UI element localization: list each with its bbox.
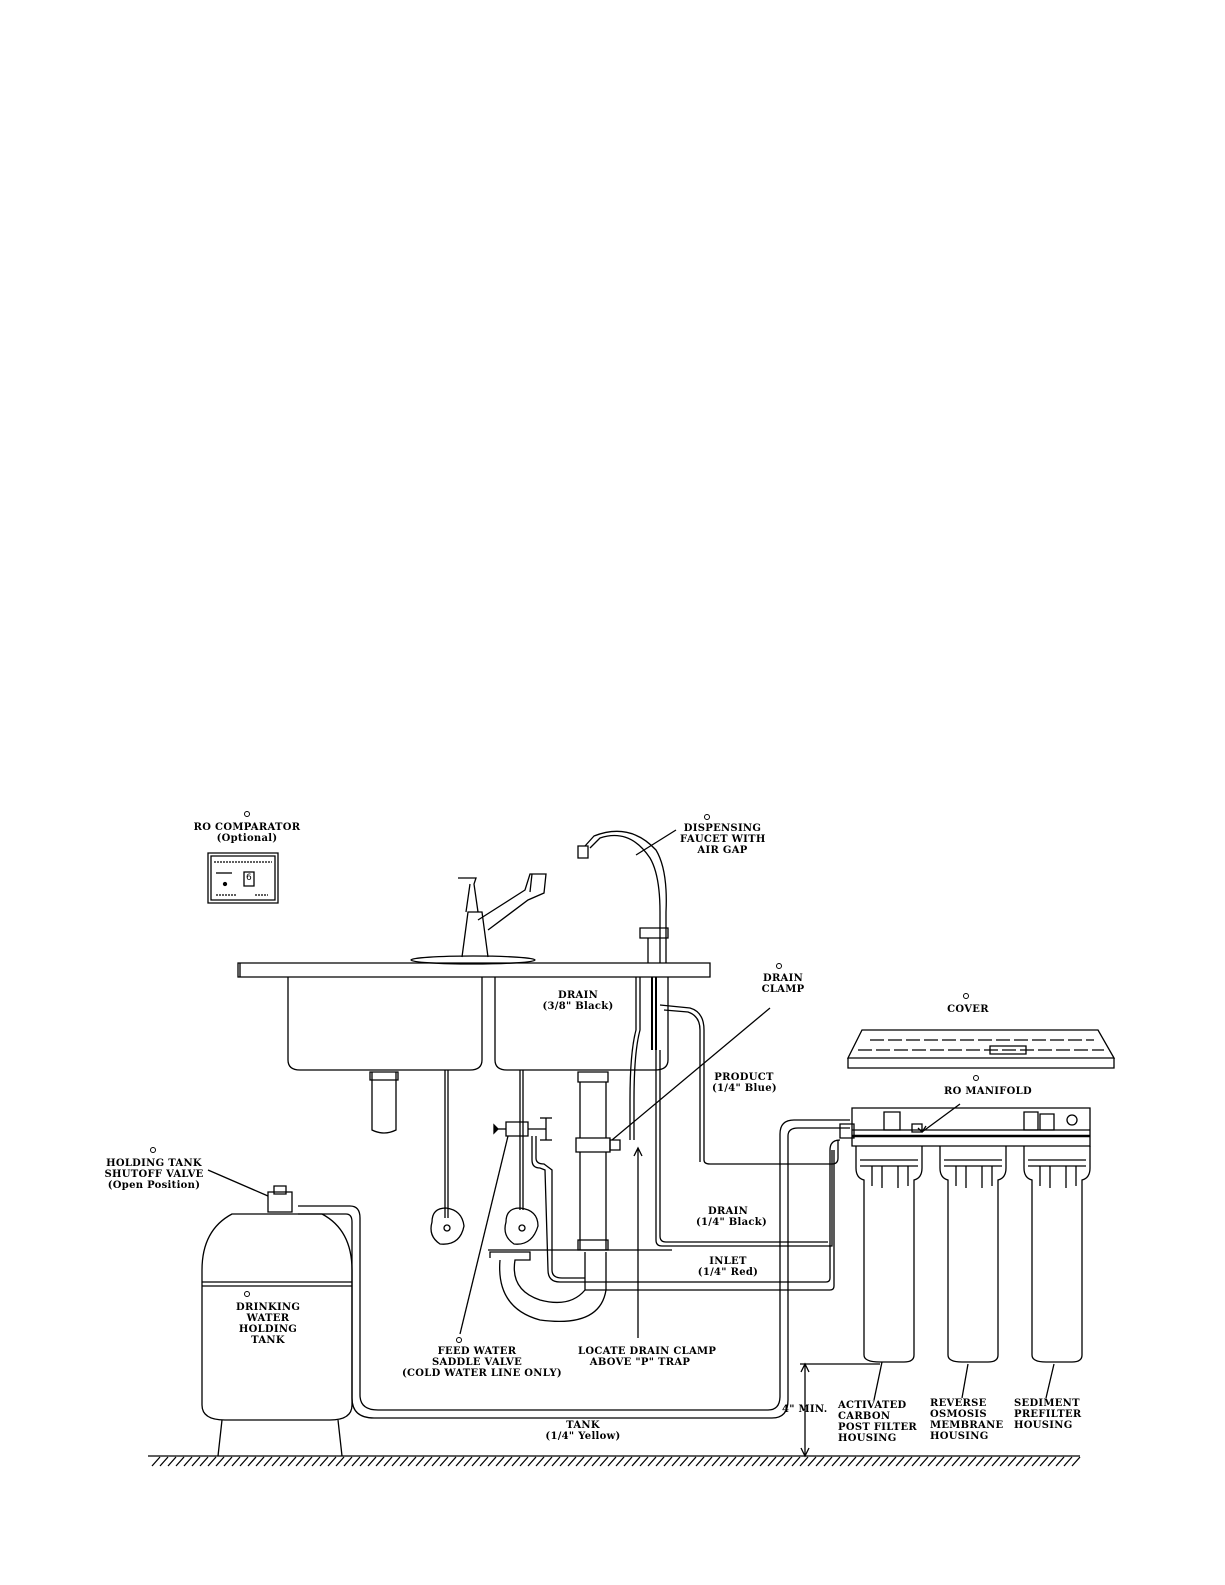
- label-tank: TANK (1/4" Yellow): [545, 1420, 621, 1442]
- filter-housing-carbon: [856, 1146, 922, 1362]
- leader-lines: [208, 830, 1054, 1400]
- drain-clamp-dimension: [488, 1148, 672, 1338]
- min-height-dimension: [800, 1364, 880, 1456]
- label-product: PRODUCT (1/4" Blue): [712, 1072, 777, 1094]
- label-drinking-water-tank: DRINKING WATER HOLDING TANK: [236, 1302, 301, 1346]
- label-cover: COVER: [947, 1004, 989, 1015]
- supply-lines: [431, 1070, 538, 1244]
- sink-basins: [288, 977, 668, 1070]
- floor: [148, 1456, 1080, 1466]
- drain-pipe: [490, 1072, 620, 1321]
- label-drain-38: DRAIN (3/8" Black): [542, 990, 614, 1012]
- inlet-tubing: [585, 1140, 840, 1290]
- label-dispensing-faucet: DISPENSING FAUCET WITH AIR GAP: [680, 823, 766, 856]
- feed-water-saddle-valve: [494, 1118, 585, 1282]
- filter-cover: [848, 1030, 1114, 1068]
- label-reverse-osmosis: REVERSE OSMOSIS MEMBRANE HOUSING: [930, 1398, 1004, 1442]
- label-locate-drain-clamp: LOCATE DRAIN CLAMP ABOVE "P" TRAP: [578, 1346, 717, 1368]
- product-tubing: [660, 1005, 838, 1164]
- ro-manifold: [840, 1108, 1090, 1146]
- filter-housing-membrane: [940, 1146, 1006, 1362]
- label-activated-carbon: ACTIVATED CARBON POST FILTER HOUSING: [838, 1400, 918, 1444]
- label-feed-water-valve: FEED WATER SADDLE VALVE (COLD WATER LINE…: [402, 1346, 562, 1379]
- holding-tank: [202, 1186, 352, 1456]
- countertop: [238, 963, 710, 977]
- label-sediment-prefilter: SEDIMENT PREFILTER HOUSING: [1014, 1398, 1082, 1431]
- filter-housing-sediment: [1024, 1146, 1090, 1362]
- dispensing-faucet: [578, 831, 668, 1050]
- kitchen-faucet: [411, 874, 546, 964]
- label-ro-comparator: RO COMPARATOR (Optional): [193, 822, 301, 844]
- label-inlet: INLET (1/4" Red): [697, 1256, 759, 1278]
- label-ro-manifold: RO MANIFOLD: [944, 1086, 1032, 1097]
- label-drain-clamp: DRAIN CLAMP: [761, 973, 805, 995]
- drain-tubing: [630, 977, 832, 1246]
- callout-markers: [151, 812, 979, 1343]
- ro-comparator-unit: [208, 853, 278, 903]
- sink-tailpiece-left: [370, 1072, 398, 1133]
- comparator-digit: 6: [246, 873, 252, 883]
- label-drain-14: DRAIN (1/4" Black): [696, 1206, 768, 1228]
- label-min-height: 4" MIN.: [782, 1404, 828, 1415]
- label-holding-tank-shutoff: HOLDING TANK SHUTOFF VALVE (Open Positio…: [104, 1158, 204, 1191]
- tank-tubing: [298, 1120, 850, 1418]
